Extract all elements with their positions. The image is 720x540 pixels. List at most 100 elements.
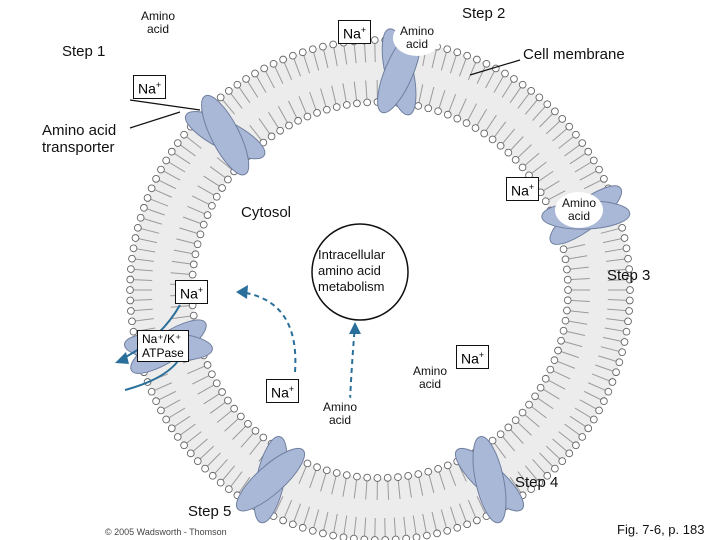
lipid-head	[563, 265, 571, 274]
lipid-head	[541, 374, 550, 383]
lipid-head	[518, 163, 527, 172]
lipid-head	[618, 223, 626, 232]
lipid-head	[443, 461, 452, 470]
lipid-head	[615, 358, 624, 367]
lipid-head	[551, 464, 559, 473]
lipid-head	[535, 93, 544, 102]
lipid-head	[140, 203, 148, 212]
label-cytosol: Cytosol	[241, 204, 292, 221]
lipid-head	[625, 307, 633, 315]
lipid-head	[480, 129, 489, 138]
lipid-head	[143, 194, 152, 202]
lipid-head	[433, 529, 441, 538]
lipid-head	[193, 240, 202, 249]
lipid-head	[127, 265, 135, 273]
lipid-head	[561, 316, 570, 325]
copyright-text: © 2005 Wadsworth - Thomson	[105, 527, 227, 537]
lipid-head	[589, 415, 598, 424]
lipid-head	[496, 141, 505, 150]
lipid-head	[518, 408, 527, 417]
dashed-arrow-amino-to-metabolism	[349, 324, 356, 401]
lipid-head	[126, 296, 135, 305]
lipid-head	[319, 529, 327, 538]
lipid-head	[422, 531, 431, 540]
lipid-head	[535, 478, 544, 487]
label-cell-membrane: Cell membrane	[523, 46, 625, 63]
lipid-head	[558, 115, 567, 123]
lipid-head	[443, 45, 452, 54]
lipid-head	[167, 147, 176, 156]
na-box-step3: Na+	[506, 177, 540, 201]
label-step3: Step 3	[607, 267, 651, 284]
lipid-head	[595, 406, 603, 415]
transporter-protein-subunit	[201, 94, 250, 176]
lipid-head	[225, 87, 233, 95]
lipid-head	[496, 430, 505, 439]
label-step4: Step 4	[515, 474, 559, 491]
lipid-head	[233, 80, 242, 89]
lipid-head	[622, 327, 631, 336]
lipid-head	[308, 526, 317, 535]
label-intracellular-metabolism: Intracellular amino acid metabolism	[318, 247, 386, 294]
lipid-head	[173, 139, 182, 147]
lipid-head	[608, 378, 617, 386]
lipid-head	[251, 427, 260, 435]
lipid-head	[216, 478, 225, 487]
lipid-head	[276, 126, 284, 135]
lipid-head	[559, 326, 568, 335]
lipid-head	[298, 48, 307, 57]
lipid-head	[463, 51, 471, 60]
lipid-head	[208, 370, 216, 379]
lipid-head	[511, 416, 520, 425]
lipid-head	[536, 383, 545, 392]
lipid-head	[267, 132, 276, 141]
lipid-head	[128, 317, 136, 326]
leader-line-transporter	[129, 111, 181, 129]
lipid-head	[563, 296, 572, 305]
lipid-head	[298, 523, 307, 532]
lipid-head	[511, 155, 520, 164]
transporter-protein-subunit	[472, 436, 507, 524]
lipid-head	[224, 175, 232, 184]
lipid-head	[473, 55, 481, 64]
lipid-head	[453, 114, 462, 123]
lipid-head	[329, 40, 338, 49]
lipid-head	[279, 516, 287, 525]
lipid-head	[488, 135, 497, 144]
lipid-head	[188, 270, 197, 279]
leader-line-step1	[129, 99, 201, 111]
lipid-head	[373, 474, 382, 482]
lipid-head	[186, 449, 195, 458]
dashed-arrow-na-pump	[239, 291, 297, 373]
lipid-head	[626, 286, 634, 294]
lipid-head	[473, 516, 481, 525]
lipid-head	[203, 211, 212, 219]
lipid-head	[589, 156, 598, 165]
lipid-head	[584, 147, 593, 156]
lipid-head	[462, 119, 471, 127]
lipid-head	[242, 75, 250, 83]
lipid-head	[129, 327, 138, 336]
lipid-head	[381, 536, 390, 540]
lipid-head	[339, 533, 348, 540]
lipid-head	[152, 174, 160, 183]
lipid-head	[620, 234, 629, 242]
lipid-head	[558, 457, 567, 465]
lipid-head	[353, 472, 361, 481]
lipid-head	[453, 48, 462, 57]
lipid-head	[313, 109, 321, 117]
amino-acid-step3: Amino acid	[555, 192, 603, 228]
lipid-head	[127, 307, 135, 315]
lipid-head	[453, 523, 462, 532]
lipid-head	[126, 286, 134, 294]
lipid-head	[584, 424, 593, 433]
lipid-head	[434, 107, 442, 116]
lipid-head	[294, 116, 302, 125]
amino-acid-step5: Amino acid	[316, 396, 364, 432]
lipid-head	[303, 112, 312, 121]
lipid-head	[563, 306, 571, 315]
lipid-head	[244, 419, 252, 428]
lipid-head	[482, 59, 491, 68]
lipid-head	[216, 93, 225, 102]
amino-acid-step4: Amino acid	[406, 360, 454, 396]
